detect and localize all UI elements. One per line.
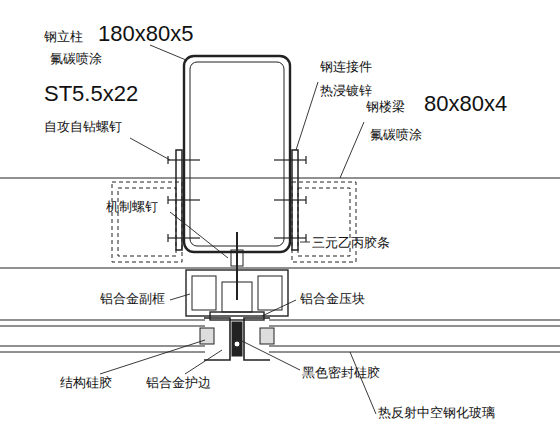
- glass-name: 热反射中空钢化玻璃: [378, 406, 495, 420]
- pressure-plate-name: 铝合金压块: [300, 292, 365, 306]
- coating-note: 氟碳喷涂: [50, 52, 102, 66]
- beam-name: 钢楼梁: [366, 100, 405, 114]
- screw-name: 自攻自钻螺钉: [44, 120, 122, 134]
- connector-finish: 热浸镀锌: [320, 84, 372, 98]
- trim-name: 铝合金护边: [146, 376, 211, 390]
- coating-note: 氟碳喷涂: [370, 128, 422, 142]
- screw-size: ST5.5x22: [44, 82, 138, 106]
- gasket-name: 三元乙丙胶条: [312, 236, 390, 250]
- sealant-name: 黑色密封硅胶: [302, 366, 380, 380]
- silicone-name: 结构硅胶: [60, 376, 112, 390]
- screw-name: 机制螺钉: [106, 200, 158, 214]
- beam-size: 80x80x4: [424, 92, 507, 116]
- subframe-name: 铝合金副框: [100, 292, 165, 306]
- column-size: 180x80x5: [98, 22, 193, 46]
- connector-name: 钢连接件: [320, 60, 372, 74]
- column-name: 钢立柱: [44, 30, 83, 44]
